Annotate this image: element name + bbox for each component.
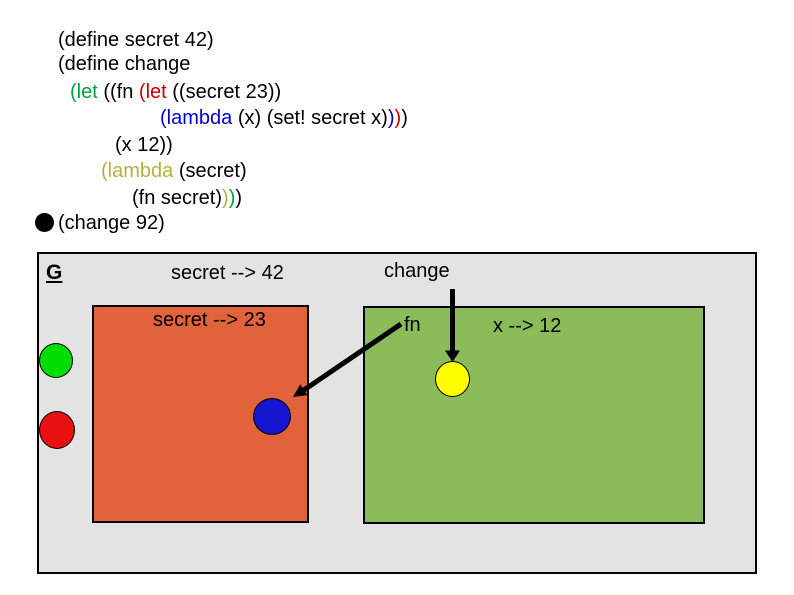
code-line: (define change (58, 53, 190, 76)
global-secret-binding: secret --> 42 (171, 262, 284, 284)
bullet-marker (35, 213, 54, 232)
blue-circle (253, 398, 291, 435)
code-line: (let ((fn (let ((secret 23)) (70, 81, 281, 104)
code-token: (secret) (173, 160, 247, 182)
code-line: (lambda (secret) (101, 160, 247, 183)
change-binding-label: change (384, 260, 450, 282)
code-token: (change 92) (58, 212, 165, 234)
fn-binding-label: fn (404, 314, 421, 336)
code-line: (lambda (x) (set! secret x)))) (160, 107, 408, 130)
x-binding-label: x --> 12 (493, 315, 562, 337)
code-token: (x 12)) (115, 134, 173, 156)
frame-fn-x (363, 306, 705, 524)
red-circle (39, 411, 75, 449)
code-token: ((secret 23)) (166, 81, 282, 103)
code-token: (lambda (160, 107, 233, 129)
frame-secret-binding: secret --> 23 (153, 309, 266, 331)
code-line: (x 12)) (115, 134, 173, 157)
code-token: ((fn (97, 81, 139, 103)
code-token: (lambda (101, 160, 174, 182)
code-token: ) (222, 187, 229, 209)
green-circle (39, 343, 73, 378)
code-token: ) (235, 187, 243, 209)
global-env-label: G (46, 261, 63, 284)
code-line: (define secret 42) (58, 29, 214, 52)
code-token: ) (387, 107, 395, 129)
environment-diagram: G secret --> 42 change secret --> 23 fn … (37, 252, 757, 574)
code-token: ) (394, 107, 402, 129)
yellow-circle (435, 361, 470, 397)
code-token: (define change (58, 53, 191, 75)
code-token: ) (228, 187, 236, 209)
code-token: ) (401, 107, 408, 129)
code-token: (x) (set! secret x) (232, 107, 388, 129)
code-token: (fn secret) (132, 187, 223, 209)
code-line: (fn secret)))) (132, 187, 242, 210)
code-token: (let (138, 81, 167, 103)
code-token: (let (70, 81, 98, 103)
code-line: (change 92) (35, 212, 165, 235)
code-token: (define secret 42) (58, 29, 214, 51)
scheme-code-listing: (define secret 42)(define change (let ((f… (0, 0, 794, 250)
